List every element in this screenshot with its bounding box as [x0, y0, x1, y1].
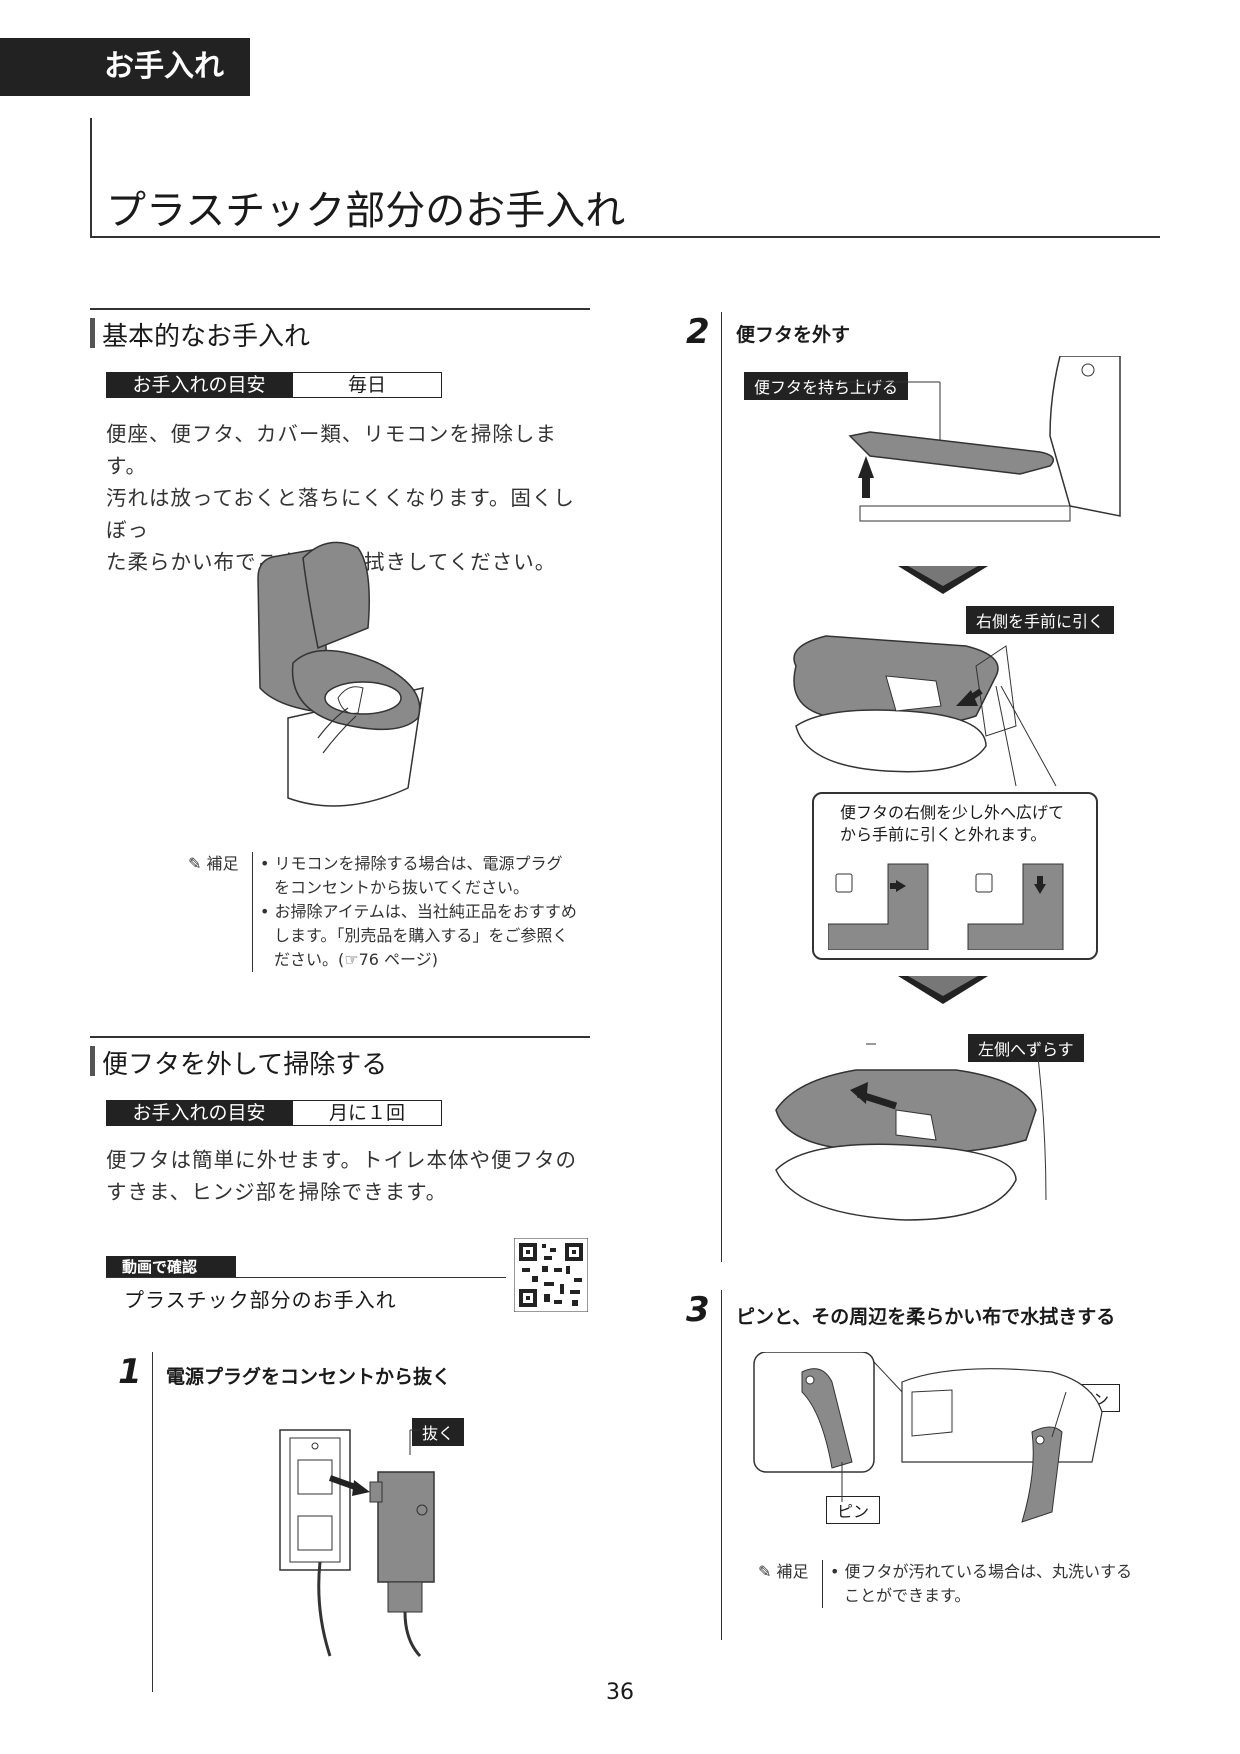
- note-divider: [252, 852, 253, 972]
- callout-line: から手前に引くと外れます。: [840, 825, 1047, 844]
- body-line: 便座、便フタ、カバー類、リモコンを掃除します。: [106, 422, 557, 478]
- pencil-icon: ✎: [188, 854, 202, 873]
- frequency-label: お手入れの目安: [106, 1100, 292, 1126]
- outlet-plug-illustration: [279, 1429, 435, 1658]
- toilet-wiping-illustration: [257, 541, 424, 807]
- section-heading-basic-text: 基本的なお手入れ: [102, 322, 311, 352]
- step-title: ピンと、その周辺を柔らかい布で水拭きする: [736, 1306, 1116, 1328]
- label-unplug: 抜く: [412, 1418, 465, 1446]
- note-item: • リモコンを掃除する場合は、電源プラグ: [260, 854, 563, 873]
- section-tab: お手入れ: [0, 38, 250, 96]
- section-heading-lid-text: 便フタを外して掃除する: [102, 1050, 388, 1080]
- note-head: ✎ 補足: [758, 1560, 809, 1584]
- video-label: 動画で確認: [106, 1256, 236, 1278]
- note-item: ことができます。: [844, 1586, 971, 1605]
- lid-slide-illustration: [775, 1039, 1047, 1221]
- body-line: 便フタは簡単に外せます。トイレ本体や便フタの: [106, 1148, 577, 1172]
- step-rule: [152, 1352, 153, 1692]
- note-step3: ✎ 補足 • 便フタが汚れている場合は、丸洗いする ことができます。: [758, 1560, 1158, 1616]
- callout-hint: 便フタの右側を少し外へ広げて から手前に引くと外れます。: [812, 792, 1098, 960]
- section-heading-lid: 便フタを外して掃除する: [90, 1036, 590, 1080]
- video-underline: [106, 1277, 506, 1278]
- hinge-detail-illustration: [828, 863, 1064, 950]
- body-line: 汚れは放っておくと落ちにくくなります。固くしぼっ: [106, 486, 575, 542]
- note-item: • 便フタが汚れている場合は、丸洗いする: [830, 1562, 1133, 1581]
- label-slide-left: 左側へずらす: [968, 1034, 1084, 1062]
- note-head: ✎ 補足: [188, 852, 239, 876]
- callout-line: 便フタの右側を少し外へ広げて: [840, 803, 1065, 822]
- step-number: 1: [118, 1352, 142, 1392]
- qr-code-icon[interactable]: [514, 1238, 588, 1312]
- lid-pull-illustration: [793, 635, 1057, 787]
- note-label: 補足: [206, 854, 239, 873]
- title-vertical-rule: [90, 118, 92, 238]
- lid-lift-illustration: [840, 356, 1121, 522]
- frequency-value: 月に１回: [292, 1100, 442, 1126]
- label-lift-lid: 便フタを持ち上げる: [744, 372, 909, 400]
- step-title: 電源プラグをコンセントから抜く: [166, 1366, 452, 1388]
- label-pull-right: 右側を手前に引く: [966, 606, 1115, 634]
- step-rule: [721, 1290, 722, 1640]
- note-label: 補足: [776, 1562, 809, 1581]
- pin-cleaning-illustration: [753, 1352, 1103, 1523]
- note-divider: [822, 1560, 823, 1608]
- section-heading-basic: 基本的なお手入れ: [90, 308, 590, 352]
- frequency-label: お手入れの目安: [106, 372, 292, 398]
- label-pin-left: ピン: [826, 1496, 881, 1524]
- title-underline: [90, 236, 1160, 238]
- lid-body-text: 便フタは簡単に外せます。トイレ本体や便フタの すきま、ヒンジ部を掃除できます。: [106, 1144, 594, 1208]
- step-number: 3: [686, 1290, 710, 1330]
- page-number: 36: [606, 1680, 634, 1705]
- note-item: ださい。(☞76 ページ): [274, 950, 438, 969]
- body-line: すきま、ヒンジ部を掃除できます。: [106, 1180, 448, 1204]
- video-title: プラスチック部分のお手入れ: [124, 1288, 397, 1312]
- down-arrow-icon: [898, 566, 988, 594]
- step-number: 2: [686, 312, 710, 352]
- note-item: • お掃除アイテムは、当社純正品をおすすめ: [260, 902, 577, 921]
- pencil-icon: ✎: [758, 1562, 772, 1581]
- note-item: します。「別売品を購入する」をご参照く: [274, 926, 569, 945]
- step-title: 便フタを外す: [736, 324, 851, 346]
- note-item: をコンセントから抜いてください。: [274, 878, 530, 897]
- page-title: プラスチック部分のお手入れ: [106, 188, 626, 234]
- column-divider: [721, 312, 722, 1262]
- down-arrow-icon: [898, 976, 988, 1004]
- note-basic: ✎ 補足 • リモコンを掃除する場合は、電源プラグ をコンセントから抜いてくださ…: [188, 852, 608, 982]
- frequency-value: 毎日: [292, 372, 442, 398]
